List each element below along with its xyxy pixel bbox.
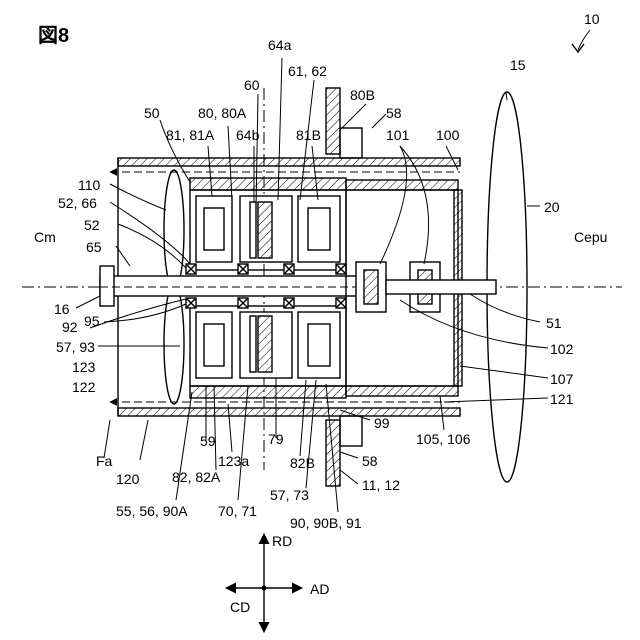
coil-82A-core-bottom: [204, 324, 224, 366]
ref-main-label: 10: [584, 11, 600, 27]
label-70-71: 70, 71: [218, 503, 257, 519]
rotor-inner-bottom: [250, 316, 256, 372]
label-102: 102: [550, 341, 574, 357]
motor-cover-bottom: [190, 386, 346, 398]
shaft-end-flange: [100, 266, 114, 306]
ref-main-arrow: [572, 44, 584, 52]
label-120: 120: [116, 471, 140, 487]
label-82B: 82B: [290, 455, 315, 471]
label-20: 20: [544, 199, 560, 215]
label-60: 60: [244, 77, 260, 93]
coil-82B-core-bottom: [308, 324, 330, 366]
housing-bottom-wall: [118, 408, 460, 416]
label-107: 107: [550, 371, 574, 387]
label-123a: 123a: [218, 453, 249, 469]
label-52: 52: [84, 217, 100, 233]
label-52-66: 52, 66: [58, 195, 97, 211]
label-105-106: 105, 106: [416, 431, 471, 447]
label-122: 122: [72, 379, 96, 395]
label-11-12: 11, 12: [362, 477, 400, 493]
label-65: 65: [86, 239, 102, 255]
label-100: 100: [436, 127, 460, 143]
ref-main-leader: [578, 30, 590, 50]
mount-bracket-top: [340, 128, 362, 158]
label-81B: 81B: [296, 127, 321, 143]
label-15: 15: [510, 57, 526, 73]
mount-plate-top: [326, 88, 340, 154]
label-123: 123: [72, 359, 96, 375]
label-58-top: 58: [386, 105, 402, 121]
gearbox-bottom-wall: [346, 386, 458, 396]
figure-title: 図8: [38, 25, 69, 47]
label-64b: 64b: [236, 127, 260, 143]
label-110: 110: [78, 177, 101, 193]
label-64a: 64a: [268, 37, 292, 53]
label-81-81A: 81, 81A: [166, 127, 215, 143]
label-57-93: 57, 93: [56, 339, 95, 355]
label-99: 99: [374, 415, 390, 431]
label-80-80A: 80, 80A: [198, 105, 247, 121]
label-101: 101: [386, 127, 410, 143]
label-50: 50: [144, 105, 160, 121]
label-AD: AD: [310, 581, 329, 597]
label-Fa: Fa: [96, 453, 113, 469]
mount-plate-bottom: [326, 420, 340, 486]
label-58-bottom: 58: [362, 453, 378, 469]
main-shaft: [100, 276, 386, 296]
label-92: 92: [62, 319, 78, 335]
label-Cepu: Cepu: [574, 229, 607, 245]
label-CD: CD: [230, 599, 250, 615]
output-shaft: [386, 280, 496, 294]
gearbox-top-wall: [346, 180, 458, 190]
label-80B: 80B: [350, 87, 375, 103]
label-79: 79: [268, 431, 284, 447]
motor-cover-top: [190, 178, 346, 190]
coil-81A-core-top: [204, 208, 224, 250]
label-61-62: 61, 62: [288, 63, 327, 79]
rotor-71-bottom: [258, 316, 272, 372]
coil-81B-core-top: [308, 208, 330, 250]
rotor-64b-top: [250, 202, 256, 258]
label-51: 51: [546, 315, 562, 331]
label-90-90B-91: 90, 90B, 91: [290, 515, 362, 531]
label-82-82A: 82, 82A: [172, 469, 221, 485]
label-121: 121: [550, 391, 574, 407]
label-55-56-90A: 55, 56, 90A: [116, 503, 188, 519]
label-59: 59: [200, 433, 216, 449]
label-16: 16: [54, 301, 70, 317]
housing-top-wall: [118, 158, 460, 166]
label-Cm: Cm: [34, 229, 56, 245]
label-RD: RD: [272, 533, 292, 549]
mount-bracket-bottom: [340, 416, 362, 446]
rotor-64a-top: [258, 202, 272, 258]
label-95: 95: [84, 313, 100, 329]
gear-101-left-core: [364, 270, 378, 304]
fan-ellipse-top: [164, 170, 184, 290]
label-57-73: 57, 73: [270, 487, 309, 503]
